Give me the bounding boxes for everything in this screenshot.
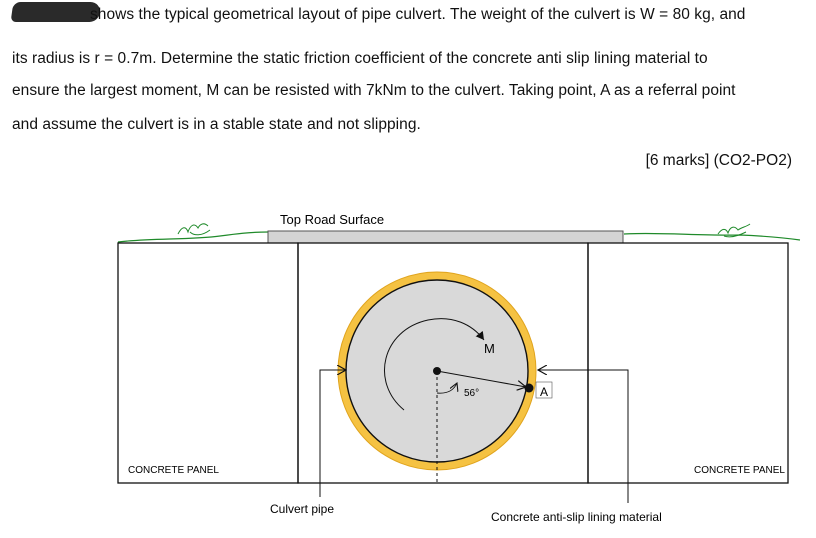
question-line-2: its radius is r = 0.7m. Determine the st… xyxy=(12,50,708,67)
question-line-1: shows the typical geometrical layout of … xyxy=(90,6,746,23)
grass-tuft-right xyxy=(717,223,751,238)
right-panel-label: CONCRETE PANEL xyxy=(694,465,785,476)
question-line-3: ensure the largest moment, M can be resi… xyxy=(12,82,736,99)
left-panel-label: CONCRETE PANEL xyxy=(128,465,219,476)
culvert-pipe-leader xyxy=(319,370,346,497)
left-concrete-panel xyxy=(117,242,299,484)
grass-tuft-left xyxy=(177,223,211,236)
top-road-surface xyxy=(267,230,624,244)
angle-label: 56° xyxy=(464,388,479,399)
point-a-box xyxy=(535,381,553,399)
point-a-label: A xyxy=(540,385,548,399)
marks-label: [6 marks] (CO2-PO2) xyxy=(645,152,792,169)
culvert-pipe-label: Culvert pipe xyxy=(270,502,334,516)
moment-label: M xyxy=(484,341,495,356)
question-line-4: and assume the culvert is in a stable st… xyxy=(12,116,421,133)
lining-label: Concrete anti-slip lining material xyxy=(491,510,662,524)
center-point xyxy=(433,367,441,375)
angle-arc xyxy=(436,383,457,394)
grass-right xyxy=(623,232,801,241)
radius-line xyxy=(436,370,526,387)
right-concrete-panel xyxy=(587,242,789,484)
moment-arrow xyxy=(384,318,485,411)
grass-left xyxy=(117,231,269,243)
point-a xyxy=(524,383,534,393)
lining-leader xyxy=(538,370,629,503)
top-road-label: Top Road Surface xyxy=(280,212,384,227)
